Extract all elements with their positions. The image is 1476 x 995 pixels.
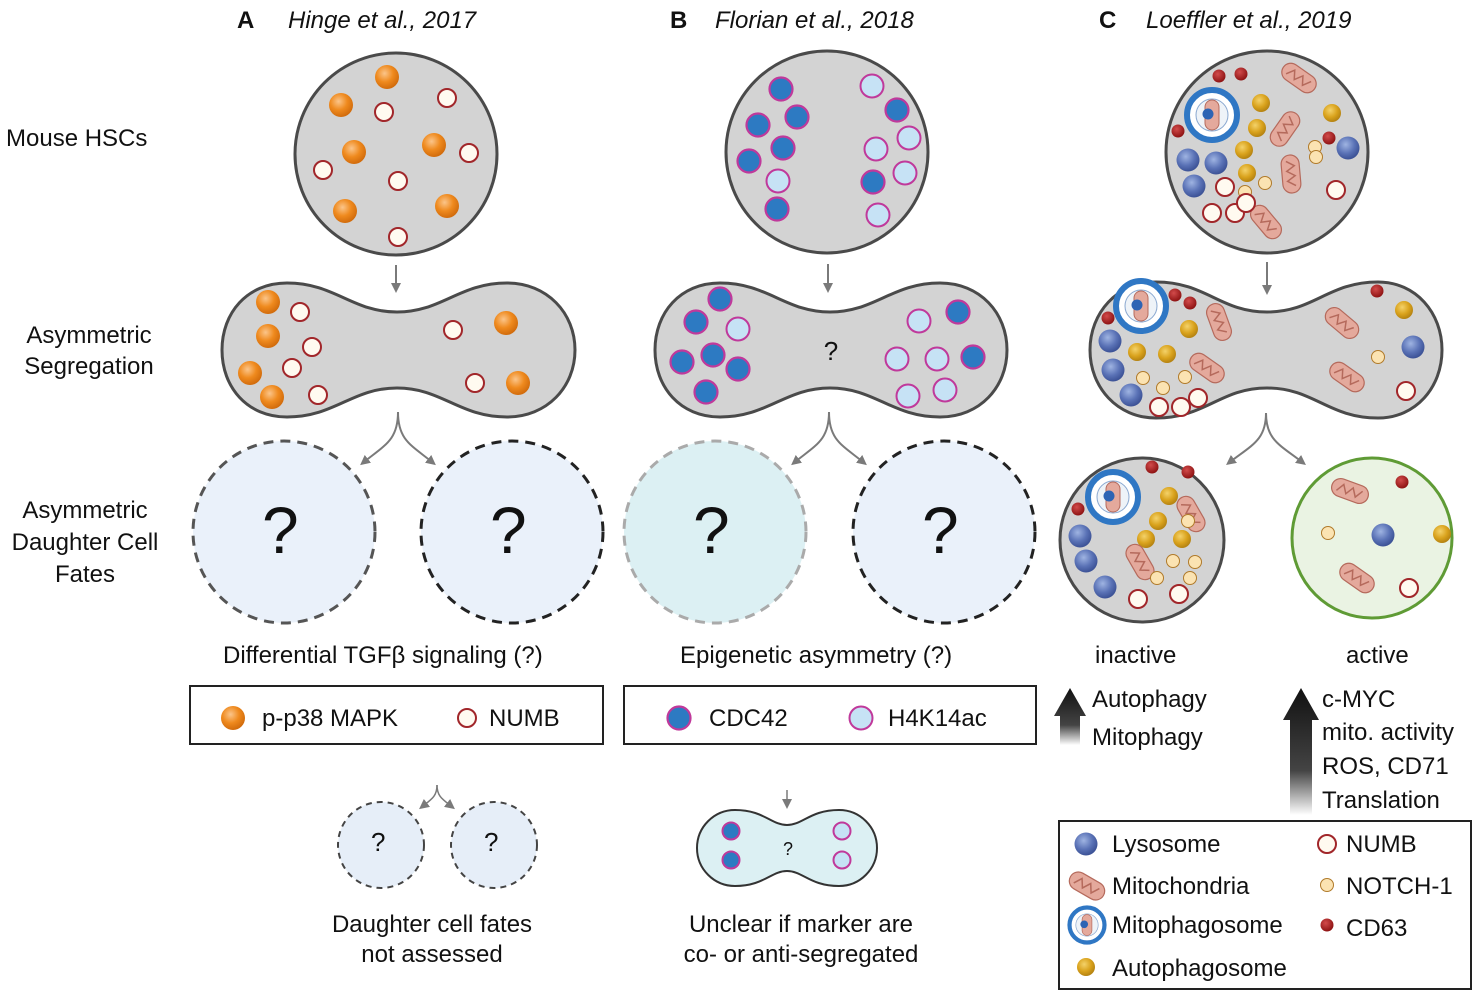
panel-c-letter: C — [1099, 7, 1117, 34]
legend-a-label-p38: p-p38 MAPK — [262, 705, 399, 732]
daughter-a-right — [419, 439, 605, 625]
daughter-a-left — [191, 439, 377, 625]
split-arrow-b — [791, 411, 867, 466]
legend-c-label-autophagosome: Autophagosome — [1112, 955, 1287, 982]
upregulated-arrow-active — [1283, 688, 1319, 815]
active-up-ros-cd71: ROS, CD71 — [1322, 753, 1449, 780]
legend-a — [189, 685, 604, 745]
fate-label-inactive: inactive — [1095, 642, 1177, 669]
fate-b-right-question: ? — [922, 493, 959, 567]
dividing-cell-a — [220, 281, 577, 419]
fate-a-right-question: ? — [490, 493, 527, 567]
row-label-hsc: Mouse HSCs — [6, 125, 148, 152]
legend-c — [1058, 820, 1472, 990]
panel-a-citation: Hinge et al., 2017 — [288, 7, 477, 34]
fate-b-left-question: ? — [693, 493, 730, 567]
panel-b-letter: B — [670, 7, 688, 34]
upregulated-arrow-inactive — [1054, 688, 1086, 745]
active-up-translation: Translation — [1322, 787, 1440, 814]
note-dividing-cell — [695, 808, 879, 888]
legend-b — [623, 685, 1037, 745]
legend-b-label-h4k14ac: H4K14ac — [888, 705, 987, 732]
note-dividing-question: ? — [783, 839, 793, 859]
panel-a-letter: A — [237, 7, 255, 34]
legend-c-label-numb: NUMB — [1346, 831, 1417, 858]
legend-c-label-notch1: NOTCH-1 — [1346, 873, 1453, 900]
legend-a-label-numb: NUMB — [489, 705, 560, 732]
active-up-cmyc: c-MYC — [1322, 686, 1396, 713]
note-split-arrow — [419, 784, 455, 810]
note-right-question: ? — [484, 827, 499, 857]
panel-b-citation: Florian et al., 2018 — [715, 7, 914, 34]
inactive-up-autophagy: Autophagy — [1092, 686, 1207, 713]
daughter-b-left — [622, 439, 808, 625]
fate-label-active: active — [1346, 642, 1409, 669]
caption-a: Differential TGFβ signaling (?) — [223, 642, 543, 669]
split-arrow-a — [360, 411, 436, 466]
active-up-mito-activity: mito. activity — [1322, 719, 1455, 746]
panel-c-citation: Loeffler et al., 2019 — [1146, 7, 1352, 34]
daughter-b-right — [851, 439, 1037, 625]
legend-c-label-cd63: CD63 — [1346, 915, 1408, 942]
caption-b: Epigenetic asymmetry (?) — [680, 642, 953, 669]
fate-a-left-question: ? — [262, 493, 299, 567]
note-daughter-right — [450, 801, 538, 889]
legend-c-label-mitophagosome: Mitophagosome — [1112, 912, 1283, 939]
legend-c-label-lysosome: Lysosome — [1112, 831, 1221, 858]
legend-c-label-mitochondria: Mitochondria — [1112, 873, 1250, 900]
legend-b-label-cdc42: CDC42 — [709, 705, 788, 732]
split-arrow-c — [1226, 412, 1306, 466]
segregation-b-question: ? — [824, 336, 838, 366]
note-left-question: ? — [371, 827, 386, 857]
inactive-up-mitophagy: Mitophagy — [1092, 724, 1203, 751]
note-daughter-left — [337, 801, 425, 889]
note-markers — [721, 821, 852, 870]
